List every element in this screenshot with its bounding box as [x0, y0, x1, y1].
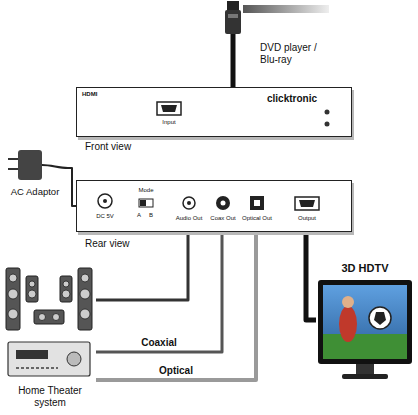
coaxial-cable: [96, 232, 222, 352]
device-label: AC Adaptor: [2, 187, 68, 198]
port-label: DC 5V: [89, 213, 121, 220]
switch-label: A: [135, 212, 143, 219]
device-label: 3D HDTV: [316, 262, 414, 275]
device-label: Home Theater system: [4, 385, 96, 408]
hdtv: 3D HDTV: [316, 262, 414, 382]
port-label: Output: [289, 215, 325, 222]
port-label: Input: [152, 119, 186, 126]
port-label: Coax Out: [206, 215, 240, 222]
rear-panel-illustration: [77, 181, 353, 233]
hdtv-illustration: [316, 262, 414, 382]
port-label: HDMI: [82, 91, 110, 98]
hdmi-cable: [231, 76, 236, 87]
home-theater: Home Theater system: [4, 262, 96, 412]
device-label: DVD player / Blu-ray: [260, 42, 334, 65]
rear-panel: DC 5V ModeAB Audio OutCoax OutOptical Out O…: [76, 180, 352, 232]
power-cable: [68, 168, 76, 206]
cable-label: Coaxial: [139, 337, 179, 349]
view-title: Rear view: [85, 238, 165, 250]
switch-label: B: [147, 212, 155, 219]
power-adapter: AC Adaptor: [2, 145, 68, 205]
optical-cable: [96, 232, 256, 380]
cable-label: Optical: [157, 365, 195, 377]
hdmi-cable: [306, 232, 316, 320]
source-device-illustration: [215, 0, 335, 76]
port-label: Optical Out: [237, 215, 277, 222]
brand-name: clicktronic: [267, 93, 347, 105]
port-label: Audio Out: [171, 215, 207, 222]
source-device: DVD player / Blu-ray: [215, 0, 335, 76]
switch-label: Mode: [132, 187, 160, 194]
view-title: Front view: [85, 141, 165, 153]
front-panel: HDMIInputclicktronicFront view: [76, 87, 352, 137]
